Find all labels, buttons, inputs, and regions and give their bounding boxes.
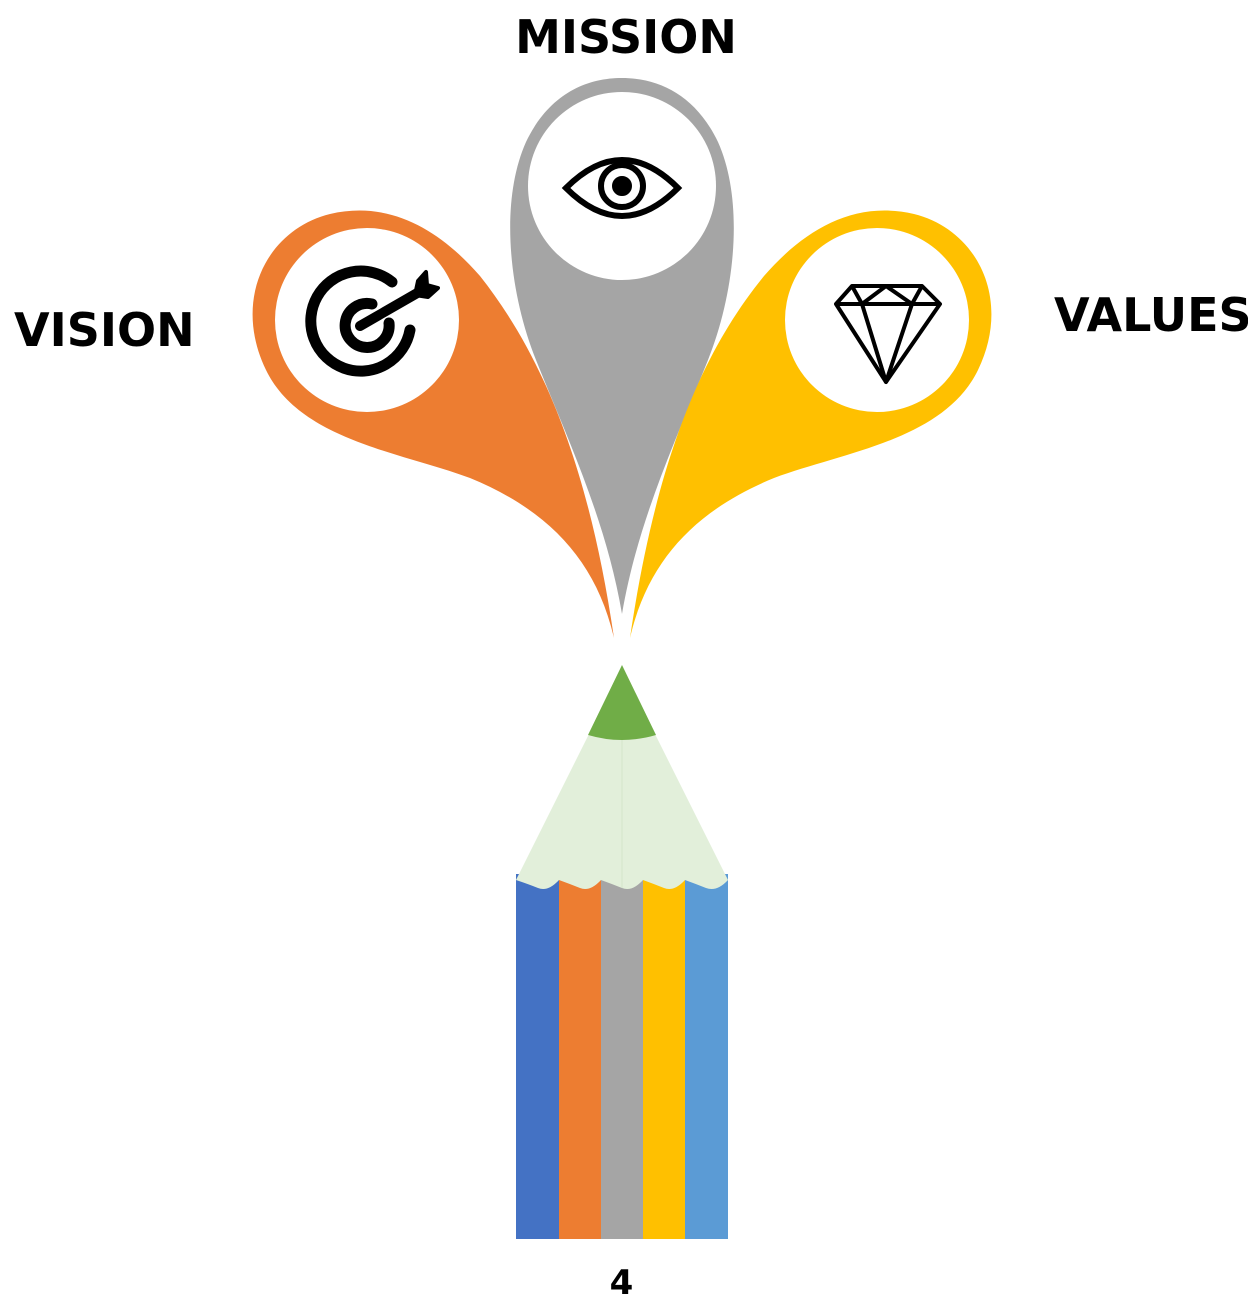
mission-label: MISSION bbox=[515, 10, 737, 64]
pencil-tip bbox=[588, 665, 656, 740]
values-icon-circle bbox=[785, 228, 969, 412]
pencil-stripe-2 bbox=[559, 874, 601, 1239]
vision-label: VISION bbox=[14, 303, 195, 357]
pencil bbox=[516, 665, 728, 1239]
page-number: 4 bbox=[609, 1263, 634, 1303]
mission-teardrop bbox=[510, 78, 734, 614]
eye-icon bbox=[561, 157, 683, 219]
pencil-stripe-1 bbox=[516, 874, 559, 1239]
pencil-stripe-4 bbox=[643, 874, 685, 1239]
values-teardrop bbox=[630, 210, 992, 638]
pencil-stripe-5 bbox=[685, 874, 728, 1239]
vision-teardrop bbox=[252, 210, 614, 638]
pencil-stripe-3 bbox=[601, 874, 643, 1239]
values-label: VALUES bbox=[1054, 288, 1248, 342]
diamond-icon bbox=[834, 284, 942, 384]
target-arrow-icon bbox=[305, 265, 440, 377]
